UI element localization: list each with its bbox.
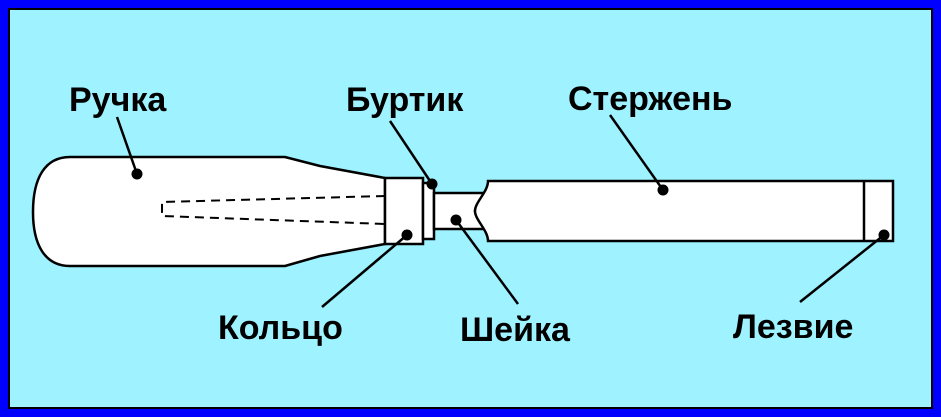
collar-shape	[421, 181, 436, 241]
collar-pointer-dot	[426, 178, 438, 190]
shaft-pointer-dot	[657, 184, 669, 196]
blade-pointer-dot	[878, 229, 890, 241]
ring-pointer-dot	[401, 229, 413, 241]
neck-pointer-dot	[450, 214, 462, 226]
tang-dashed-outline	[161, 195, 386, 225]
label-collar: Буртик	[346, 81, 464, 119]
label-handle: Ручка	[69, 81, 167, 119]
collar-leader-line	[388, 120, 434, 185]
label-shaft: Стержень	[568, 80, 733, 118]
handle-leader-line	[115, 116, 139, 175]
blade-leader-line	[799, 234, 885, 303]
label-neck: Шейка	[460, 311, 570, 349]
handle-shape	[31, 155, 387, 268]
label-blade: Лезвие	[733, 308, 854, 346]
shaft-shape	[473, 179, 895, 243]
neck-leader-line	[454, 219, 520, 305]
shaft-leader-line	[608, 114, 665, 191]
handle-pointer-dot	[131, 168, 143, 180]
label-ring: Кольцо	[218, 309, 343, 347]
ring-leader-line	[321, 234, 408, 308]
